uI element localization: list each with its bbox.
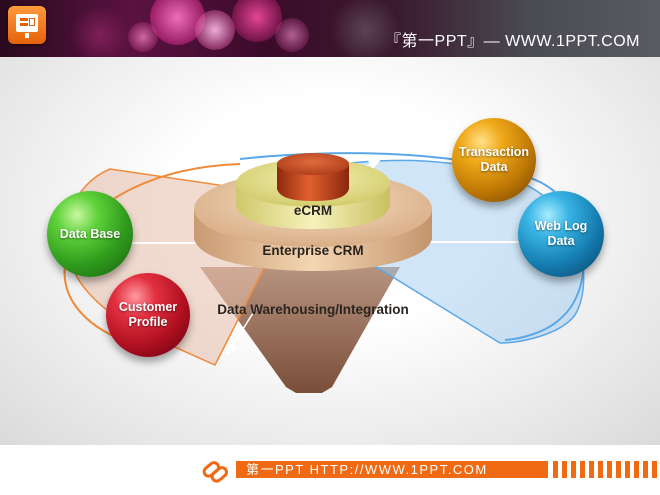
ecrm-label: eCRM (293, 203, 333, 218)
web-log-data-sphere: Web Log Data (518, 191, 604, 277)
header-title: 『第一PPT』— WWW.1PPT.COM (385, 33, 640, 50)
bokeh-light (128, 22, 158, 52)
bokeh-light (330, 0, 400, 57)
footer-url-bar: 第一PPT HTTP://WWW.1PPT.COM (236, 461, 548, 478)
web-log-data-label: Web Log Data (534, 219, 588, 248)
bokeh-light (232, 0, 282, 42)
bokeh-light (70, 5, 130, 57)
core-cylinder-top (277, 153, 349, 175)
customer-profile-sphere: Customer Profile (106, 273, 190, 357)
presentation-icon (8, 6, 46, 44)
data-base-sphere: Data Base (47, 191, 133, 277)
data-base-label: Data Base (59, 226, 121, 241)
customer-profile-label: Customer Profile (118, 300, 178, 329)
header-banner: 『第一PPT』— WWW.1PPT.COM (0, 0, 660, 57)
bokeh-light (195, 10, 235, 50)
data-warehousing-label: Data Warehousing/Integration (217, 302, 409, 317)
bokeh-light (275, 18, 309, 52)
enterprise-crm-label: Enterprise CRM (262, 243, 364, 258)
diagram-stage: eCRM Enterprise CRM Data Warehousing/Int… (0, 57, 660, 445)
funnel-cone (200, 267, 400, 393)
connector-arrow (226, 304, 259, 356)
transaction-data-sphere: Transaction Data (452, 118, 536, 202)
transaction-data-label: Transaction Data (458, 145, 530, 174)
footer-stripes (553, 461, 657, 478)
link-icon (202, 461, 229, 483)
